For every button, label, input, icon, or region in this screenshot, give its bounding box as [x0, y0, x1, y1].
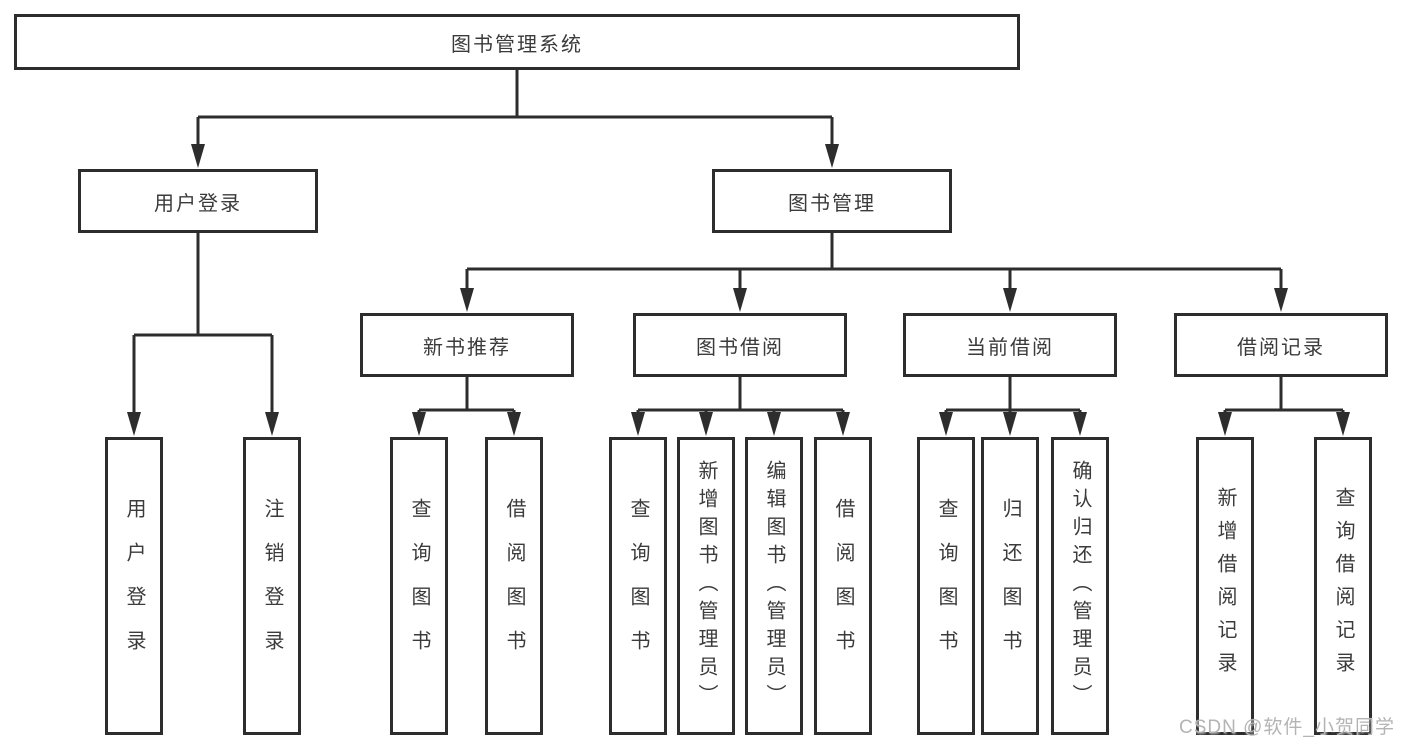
node-library-management-system: 图书管理系统 [14, 14, 1020, 70]
arrowhead-icon [412, 412, 426, 436]
connector-book-management-branch [467, 233, 1281, 271]
node-book-borrowing: 图书借阅 [633, 313, 847, 377]
node-label: 查询借阅记录 [1332, 487, 1354, 685]
node-leaf-add-borrow-record: 新增借阅记录 [1196, 437, 1254, 735]
arrowhead-icon [825, 144, 839, 168]
node-leaf-add-books-admin: 新增图书（管理员） [677, 437, 735, 735]
node-leaf-return-books: 归还图书 [981, 437, 1039, 735]
node-leaf-edit-books-admin: 编辑图书（管理员） [745, 437, 803, 735]
csdn-watermark: CSDN @软件_小贺同学 [1179, 717, 1395, 738]
node-current-borrowing: 当前借阅 [903, 313, 1117, 377]
node-label: 图书借阅 [696, 336, 784, 359]
arrowhead-icon [1274, 288, 1288, 312]
node-label: 借阅图书 [832, 498, 854, 674]
node-leaf-query-books-borrowing: 查询图书 [609, 437, 667, 735]
node-label: 归还图书 [999, 498, 1021, 674]
arrowhead-icon [1218, 412, 1232, 436]
arrowhead-icon [836, 412, 850, 436]
arrowhead-icon [127, 412, 141, 436]
node-label: 新书推荐 [423, 336, 511, 359]
node-borrowing-records: 借阅记录 [1174, 313, 1388, 377]
arrowhead-icon [631, 412, 645, 436]
arrowhead-icon [460, 288, 474, 312]
node-leaf-query-borrow-record: 查询借阅记录 [1314, 437, 1372, 735]
node-label: 用户登录 [154, 192, 242, 215]
connector-book-borrowing-branch [638, 377, 843, 412]
node-label: 图书管理 [788, 192, 876, 215]
arrowheads [127, 144, 1350, 436]
node-label: 确认归还（管理员） [1069, 460, 1091, 712]
connector-borrow-records-branch [1225, 377, 1343, 412]
arrowhead-icon [1073, 412, 1087, 436]
node-label: 注销登录 [261, 498, 283, 674]
node-label: 用户登录 [123, 498, 145, 674]
arrowhead-icon [1336, 412, 1350, 436]
arrowhead-icon [733, 288, 747, 312]
arrowhead-icon [939, 412, 953, 436]
node-label: 新增借阅记录 [1214, 487, 1236, 685]
node-label: 借阅记录 [1237, 336, 1325, 359]
connector-current-borrowing-branch [946, 377, 1080, 412]
arrowhead-icon [699, 412, 713, 436]
node-leaf-query-books-recommend: 查询图书 [390, 437, 448, 735]
node-label: 图书管理系统 [451, 33, 583, 56]
connector-new-book-branch [419, 377, 514, 412]
arrowhead-icon [507, 412, 521, 436]
node-user-login: 用户登录 [78, 169, 318, 233]
node-new-book-recommend: 新书推荐 [360, 313, 574, 377]
arrowhead-icon [191, 144, 205, 168]
arrowhead-icon [265, 412, 279, 436]
arrowhead-icon [1003, 288, 1017, 312]
node-label: 查询图书 [408, 498, 430, 674]
node-leaf-borrow-books: 借阅图书 [814, 437, 872, 735]
node-label: 查询图书 [627, 498, 649, 674]
node-leaf-user-login: 用户登录 [105, 437, 163, 735]
arrowhead-icon [767, 412, 781, 436]
node-label: 编辑图书（管理员） [763, 460, 785, 712]
connector-root-branch [198, 70, 832, 119]
node-leaf-confirm-return-admin: 确认归还（管理员） [1051, 437, 1109, 735]
node-book-management: 图书管理 [712, 169, 952, 233]
node-label: 新增图书（管理员） [695, 460, 717, 712]
arrowhead-icon [1003, 412, 1017, 436]
node-label: 借阅图书 [503, 498, 525, 674]
node-leaf-query-books-current: 查询图书 [917, 437, 975, 735]
node-leaf-logout: 注销登录 [243, 437, 301, 735]
node-leaf-borrow-books-recommend: 借阅图书 [485, 437, 543, 735]
connector-user-login-branch [134, 233, 272, 337]
node-label: 查询图书 [935, 498, 957, 674]
node-label: 当前借阅 [966, 336, 1054, 359]
